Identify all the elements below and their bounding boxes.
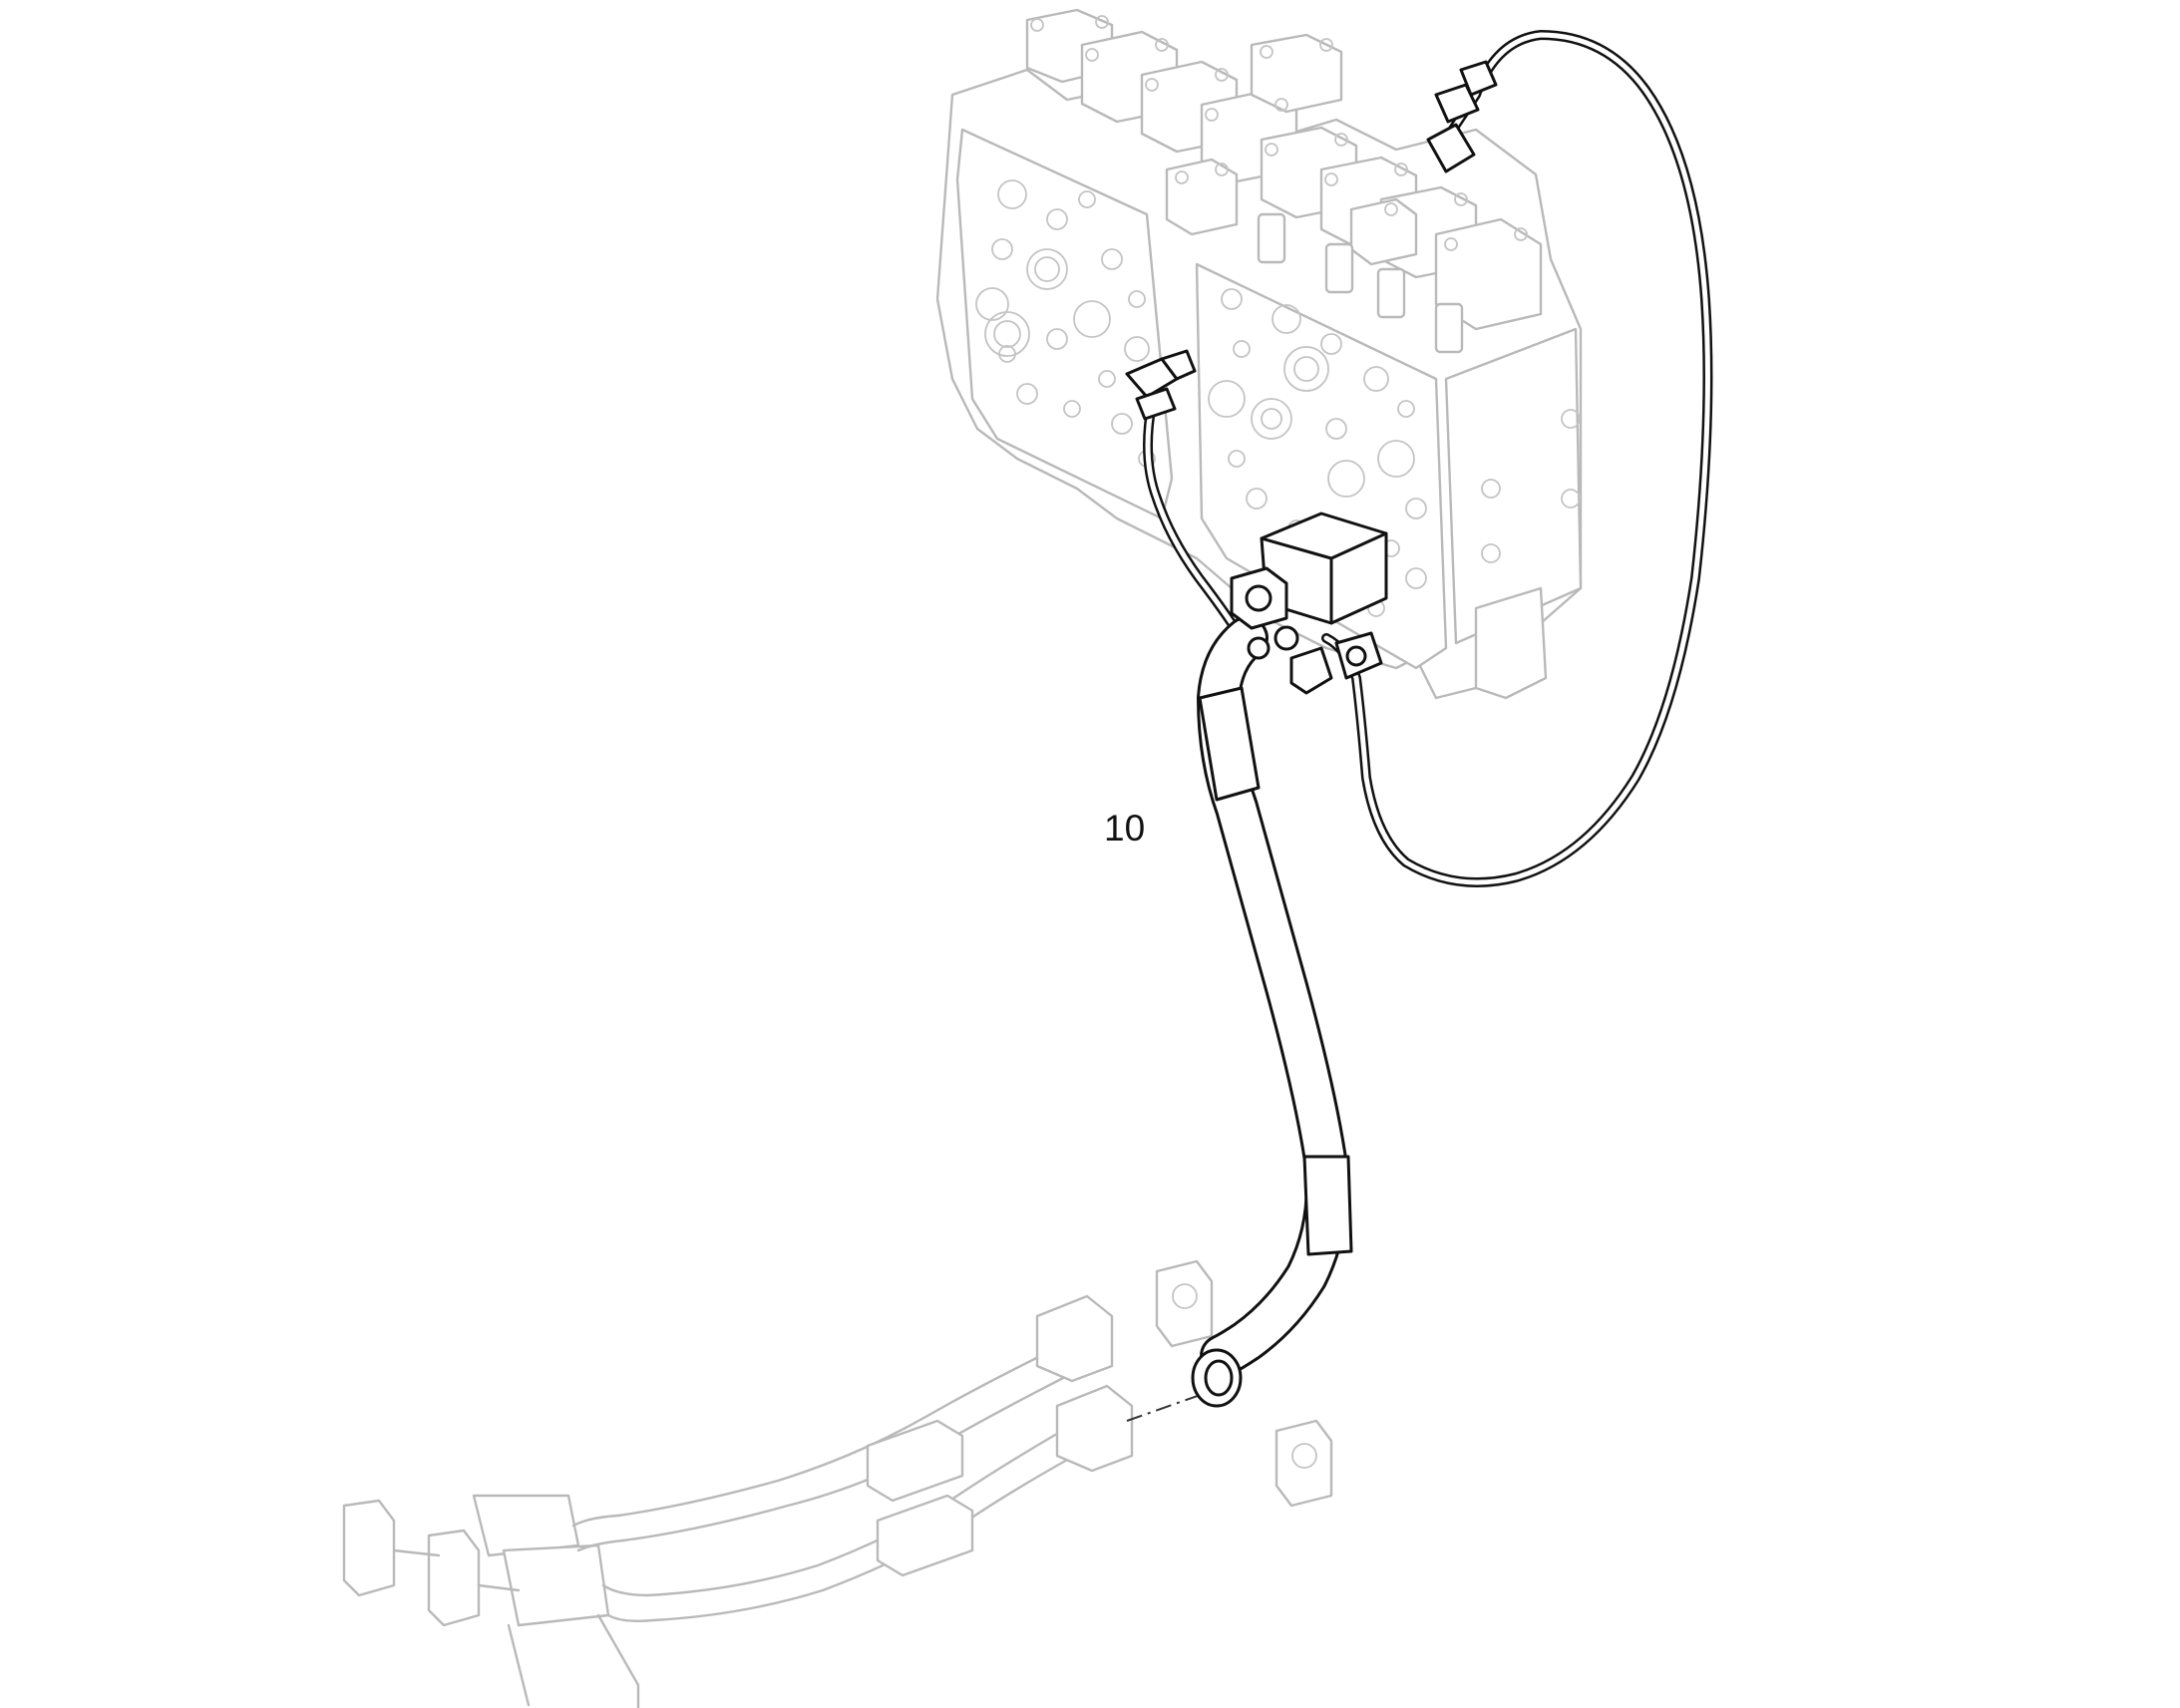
cap-bolts [1030,15,1528,251]
end-block-bolts [1481,409,1581,563]
mounting-bracket-lower [502,1543,610,1627]
flange-o-ring [1191,1348,1243,1408]
lower-pipe-assembly [342,1294,1134,1708]
split-flange-halves [1155,1259,1333,1508]
pipe-clamp-upper [866,1419,964,1503]
top-fittings [1257,212,1464,354]
hose-ferrule-lower [1302,1155,1353,1256]
hose-fittings [1125,60,1498,421]
valve-caps [1025,8,1543,331]
pipe-end-bracket-left [342,1499,396,1597]
pipe-clamp-lower [876,1494,974,1577]
end-block [1444,327,1583,645]
manifold-block [1230,512,1388,695]
pipe-flange-lower [1055,1384,1134,1473]
callout-label: 10 [1104,808,1145,849]
left-face-plate [955,128,1174,520]
right-face-ports [1208,288,1427,617]
control-valve-block [935,8,1583,700]
pipe-flange-upper [1035,1294,1114,1383]
pipe-end-bracket-mid [427,1529,481,1627]
hose-assembly [1143,30,1713,1378]
hose-ferrule-upper [1198,686,1261,802]
spool-end [1474,586,1548,700]
left-face-ports [975,179,1156,468]
